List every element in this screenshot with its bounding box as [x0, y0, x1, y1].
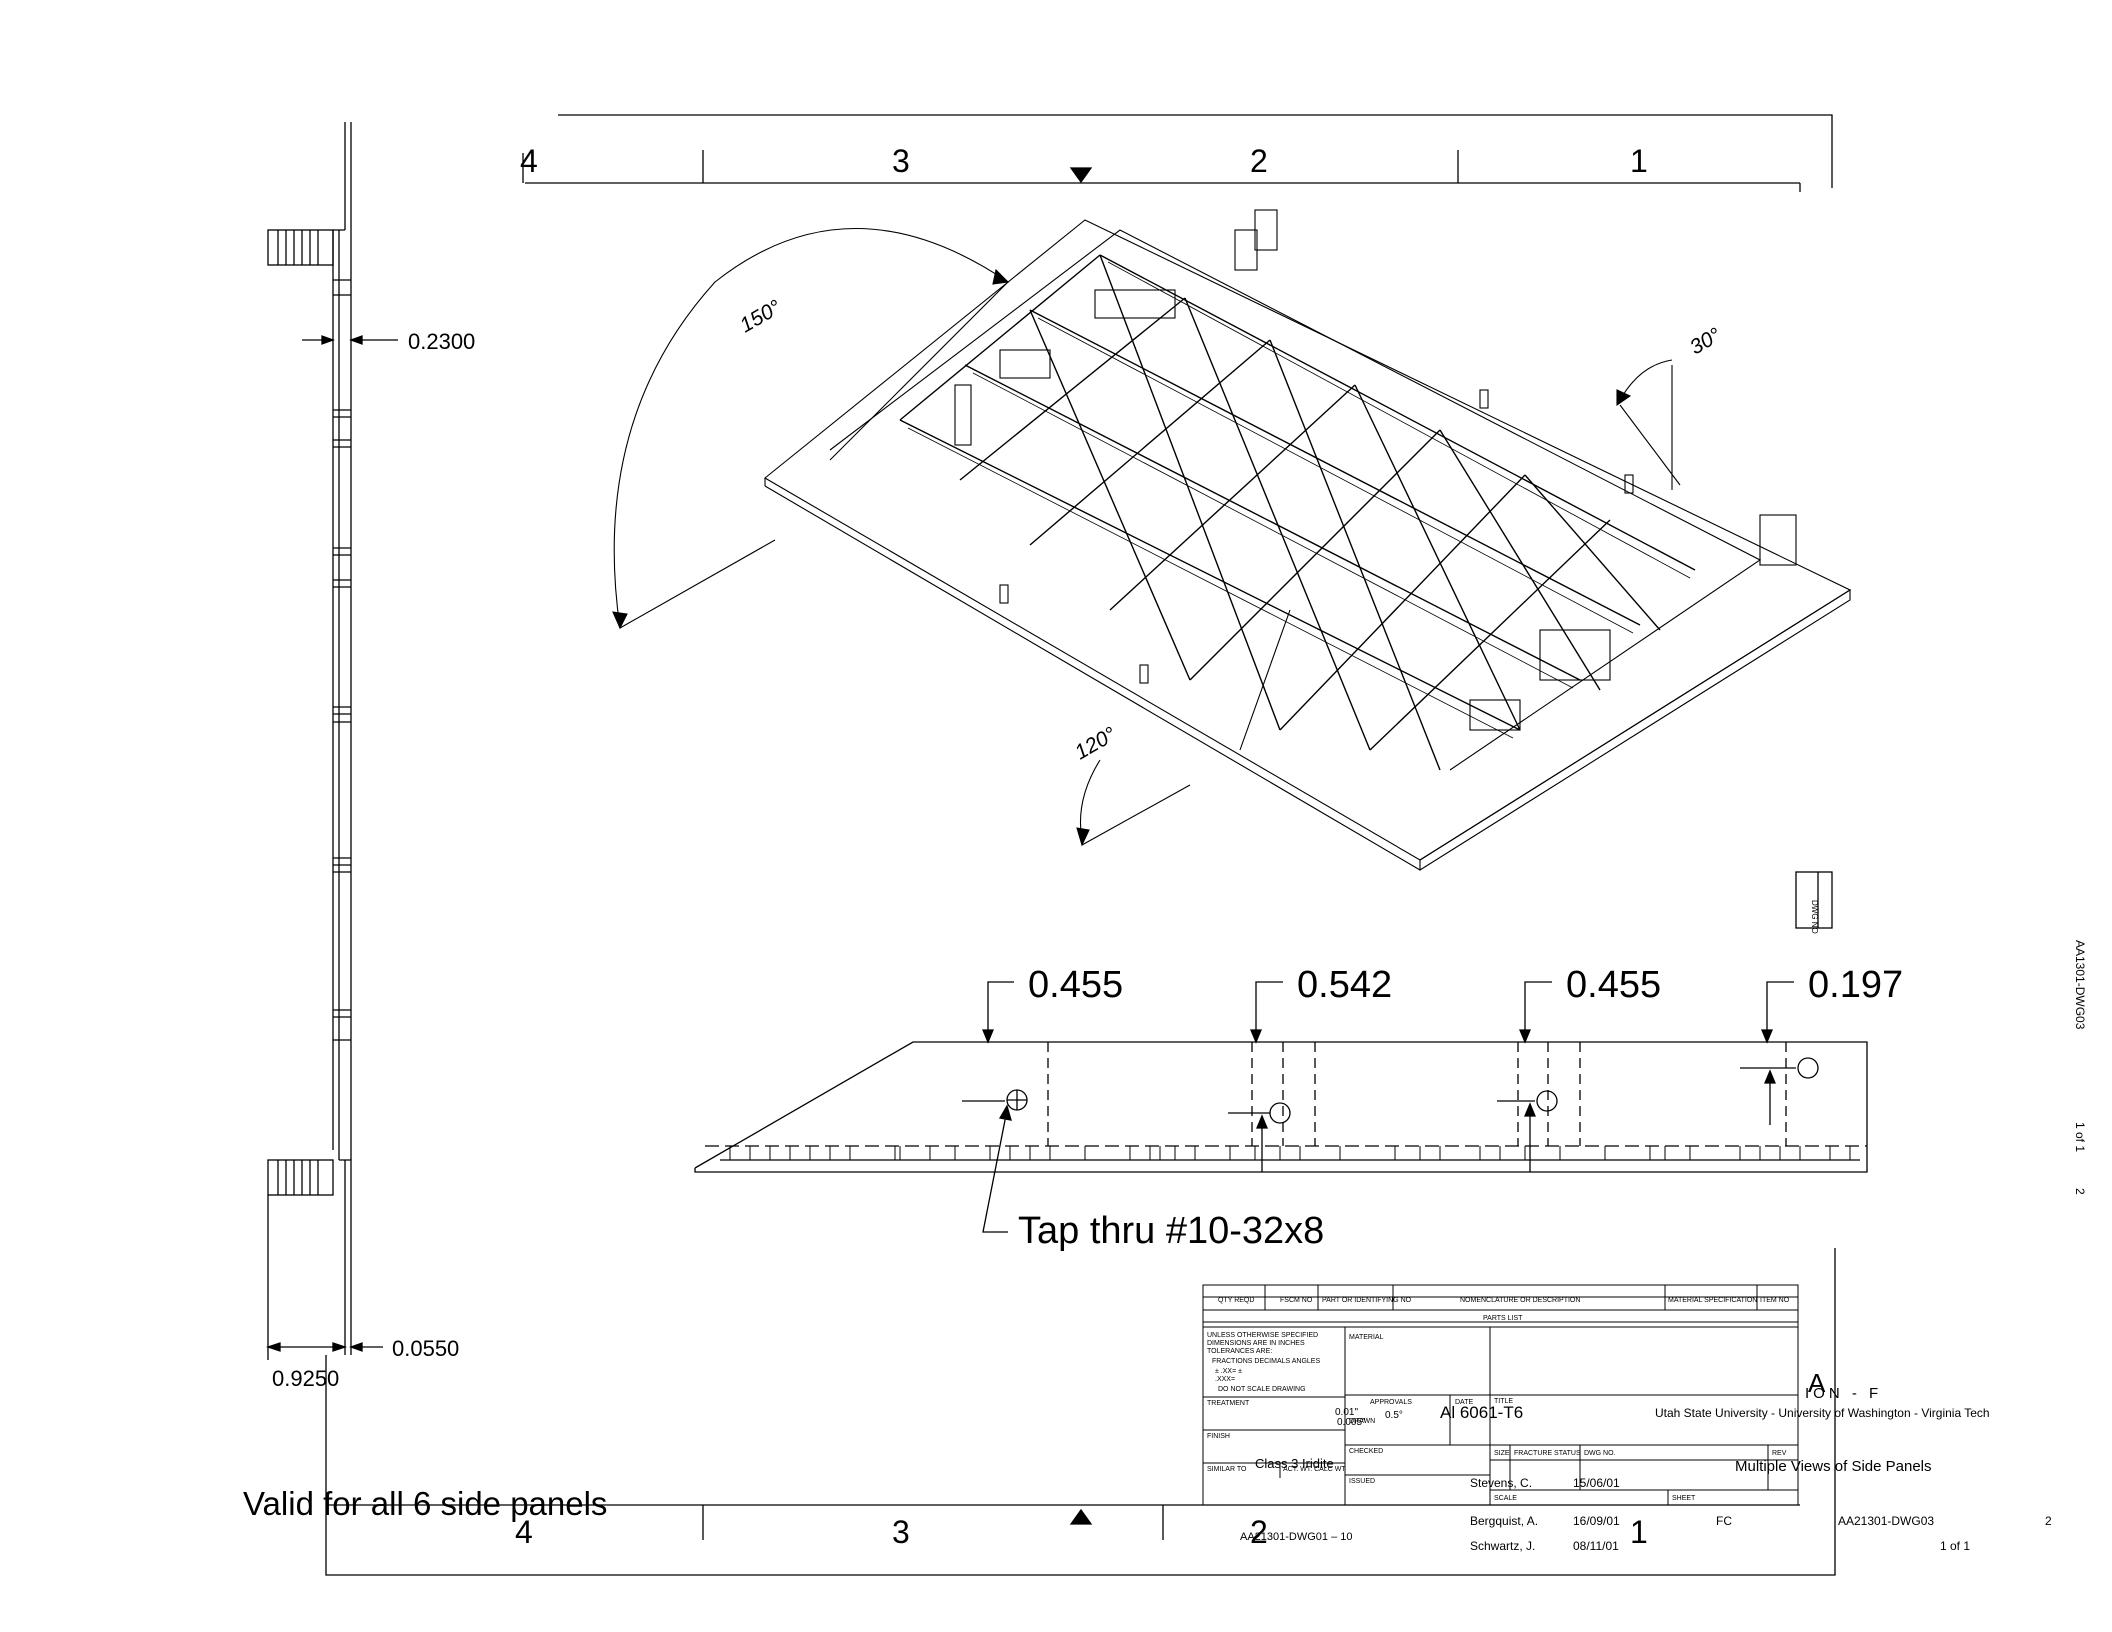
dim-section-4: 0.197: [1808, 964, 1903, 1006]
zone-label-top-3: 3: [892, 143, 910, 179]
rev-strip-label: DWG NO: [1810, 900, 1819, 934]
zone-label-top-1: 1: [1630, 143, 1648, 179]
tb-label-material: MATERIAL: [1349, 1334, 1384, 1341]
zone-label-bottom-2: 2: [1250, 1514, 1268, 1550]
tb-revision: 2: [2045, 1514, 2052, 1528]
tb-header-nomenclature: NOMENCLATURE OR DESCRIPTION: [1460, 1297, 1580, 1304]
tb-label-actwt: ACT. WT. CALC WT: [1283, 1466, 1346, 1473]
dim-lip: 0.0550: [392, 1336, 459, 1361]
tb-finish-value: Class 3 Iridite: [1255, 1456, 1334, 1471]
title-block: [1202, 1284, 1799, 1506]
tb-size-code: FC: [1716, 1514, 1732, 1528]
tb-title: Multiple Views of Side Panels: [1735, 1458, 1932, 1475]
side-view: [265, 122, 398, 1360]
tb-tolerance-line-6: .XXX=: [1215, 1376, 1235, 1383]
zone-label-bottom-4: 4: [515, 1514, 533, 1550]
side-dwg-number: AA1301-DWG03: [2073, 940, 2087, 1030]
section-view: [694, 981, 1868, 1233]
tb-tolerance-line-3: TOLERANCES ARE:: [1207, 1348, 1272, 1355]
tb-label-issued: ISSUED: [1349, 1478, 1375, 1485]
tb-person-3-date: 08/11/01: [1573, 1539, 1619, 1553]
tb-person-1-date: 15/06/01: [1573, 1476, 1620, 1490]
dim-section-3: 0.455: [1566, 964, 1661, 1006]
tb-person-2-date: 16/09/01: [1573, 1514, 1620, 1528]
tb-label-title: TITLE: [1494, 1398, 1513, 1405]
tb-sheet-of: 1 of 1: [1940, 1539, 1970, 1553]
tb-tolerance-line-1: UNLESS OTHERWISE SPECIFIED: [1207, 1332, 1318, 1339]
dim-depth: 0.9250: [272, 1366, 339, 1391]
tb-label-size: SIZE: [1494, 1450, 1510, 1457]
zone-label-bottom-3: 3: [892, 1514, 910, 1550]
tb-label-approvals: APPROVALS: [1370, 1399, 1412, 1406]
tb-tol-decimal-2: 0.005": [1337, 1417, 1366, 1428]
angle-120: 120°: [1071, 723, 1120, 765]
tb-label-treatment: TREATMENT: [1207, 1400, 1250, 1407]
angle-30: 30°: [1686, 324, 1725, 360]
zone-label-bottom-1: 1: [1630, 1514, 1648, 1550]
tb-person-2-name: Bergquist, A.: [1470, 1514, 1538, 1528]
tb-parts-list: PARTS LIST: [1483, 1315, 1523, 1322]
tb-tolerance-line-5: ± .XX= ±: [1215, 1368, 1242, 1375]
tb-zone-letter: A: [1808, 1368, 1826, 1398]
zone-label-top-4: 4: [520, 143, 538, 179]
tb-label-fracture: FRACTURE STATUS: [1514, 1450, 1581, 1457]
tb-tolerance-line-4: FRACTIONS DECIMALS ANGLES: [1212, 1358, 1320, 1365]
dim-thickness: 0.2300: [408, 329, 475, 354]
tb-dwg-number: AA21301-DWG03: [1838, 1514, 1934, 1528]
tb-label-scale: SCALE: [1494, 1495, 1517, 1502]
tb-label-rev: REV: [1772, 1450, 1787, 1457]
tb-label-date: DATE: [1455, 1399, 1473, 1406]
tb-header-part: PART OR IDENTIFYING NO: [1322, 1297, 1412, 1304]
tb-tolerance-line-2: DIMENSIONS ARE IN INCHES: [1207, 1340, 1305, 1347]
tb-header-qty: QTY REQD: [1218, 1297, 1254, 1304]
main-note: Valid for all 6 side panels: [243, 1485, 607, 1522]
tb-material-value: Al 6061-T6: [1440, 1403, 1523, 1422]
side-rev: 2: [2073, 1188, 2087, 1195]
zone-label-top-2: 2: [1250, 143, 1268, 179]
isometric-view: [612, 209, 1852, 871]
tb-person-1-name: Stevens, C.: [1470, 1476, 1532, 1490]
tb-tolerance-line-7: DO NOT SCALE DRAWING: [1218, 1386, 1306, 1393]
tb-label-dwgno: DWG NO.: [1584, 1450, 1616, 1457]
tb-similar-dwg: AA21301-DWG01 – 10: [1240, 1531, 1353, 1543]
tb-label-similar: SIMILAR TO: [1207, 1466, 1247, 1473]
drawing-frame: [325, 114, 1836, 1576]
tb-header-spec: MATERIAL SPECIFICATION: [1668, 1297, 1757, 1304]
tb-label-drawn: DRAWN: [1349, 1418, 1375, 1425]
tb-tol-decimal-1: 0.01": [1335, 1407, 1358, 1418]
tb-label-finish: FINISH: [1207, 1433, 1230, 1440]
tb-header-item: ITEM NO: [1760, 1297, 1790, 1304]
tb-person-3-name: Schwartz, J.: [1470, 1539, 1535, 1553]
tb-header-fscm: FSCM NO: [1280, 1297, 1313, 1304]
dim-section-2: 0.542: [1297, 964, 1392, 1006]
tb-organization: Utah State University - University of Wa…: [1655, 1406, 1990, 1420]
tb-label-sheet: SHEET: [1672, 1495, 1696, 1502]
tb-ion-text: ION - F: [1805, 1385, 1882, 1402]
tb-label-checked: CHECKED: [1349, 1448, 1383, 1455]
tb-tol-angle: 0.5°: [1385, 1410, 1403, 1421]
angle-150: 150°: [736, 296, 785, 338]
tap-note: Tap thru #10-32x8: [1018, 1210, 1324, 1252]
side-sheet: 1 of 1: [2073, 1122, 2087, 1152]
dim-section-1: 0.455: [1028, 964, 1123, 1006]
